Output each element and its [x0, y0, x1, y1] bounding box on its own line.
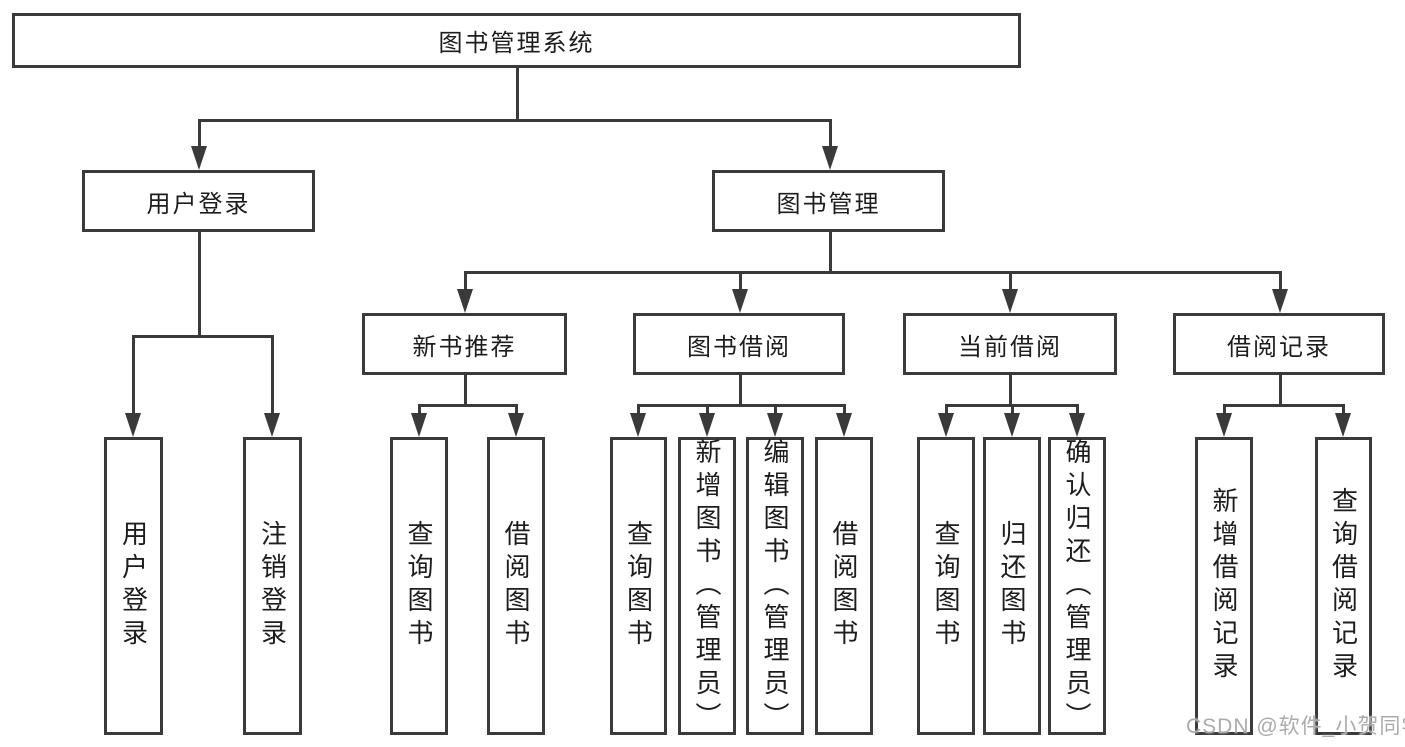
- leaf-label: 查询图书: [623, 520, 654, 652]
- arrowhead-icon: [836, 413, 852, 437]
- leaf-label: 查询图书: [931, 520, 961, 652]
- connector: [706, 404, 709, 416]
- leaf-label: 编辑图书（管理员）: [760, 437, 790, 735]
- connector: [1076, 404, 1079, 416]
- arrowhead-icon: [699, 413, 715, 437]
- leaf-query-books-current: 查询图书: [917, 437, 975, 735]
- connector: [464, 271, 467, 293]
- node-borrow-records: 借阅记录: [1173, 313, 1385, 375]
- connector: [464, 271, 1282, 274]
- connector: [1279, 375, 1282, 406]
- connector: [132, 335, 135, 417]
- arrowhead-icon: [125, 413, 141, 437]
- leaf-add-books-admin: 新增图书（管理员）: [678, 437, 736, 735]
- arrowhead-icon: [1004, 413, 1020, 437]
- csdn-watermark: CSDN @软件_小贺同学: [1186, 715, 1405, 738]
- arrowhead-icon: [630, 413, 646, 437]
- connector: [829, 119, 832, 151]
- leaf-label: 借阅图书: [501, 520, 531, 652]
- arrowhead-icon: [264, 413, 280, 437]
- arrowhead-icon: [1216, 413, 1232, 437]
- leaf-label: 新增图书（管理员）: [692, 437, 722, 735]
- connector: [739, 375, 742, 406]
- leaf-borrow-books-recommend: 借阅图书: [487, 437, 545, 735]
- leaf-logout: 注销登录: [243, 437, 302, 735]
- arrowhead-icon: [508, 413, 524, 437]
- leaf-user-login: 用户登录: [104, 437, 163, 735]
- connector: [198, 119, 832, 122]
- connector: [418, 404, 421, 416]
- arrowhead-icon: [1335, 413, 1351, 437]
- leaf-borrow-books: 借阅图书: [815, 437, 873, 735]
- leaf-label: 借阅图书: [829, 520, 859, 652]
- leaf-edit-books-admin: 编辑图书（管理员）: [746, 437, 804, 735]
- node-new-book-recommend: 新书推荐: [362, 313, 567, 375]
- leaf-label: 新增借阅记录: [1209, 487, 1239, 685]
- connector: [132, 335, 274, 338]
- connector: [271, 335, 274, 417]
- connector: [774, 404, 777, 416]
- arrowhead-icon: [191, 146, 207, 170]
- connector: [418, 404, 518, 407]
- arrowhead-icon: [457, 289, 473, 313]
- leaf-label: 用户登录: [118, 520, 149, 652]
- leaf-label: 注销登录: [257, 520, 288, 652]
- node-book-management: 图书管理: [712, 170, 945, 232]
- node-user-login: 用户登录: [82, 170, 315, 232]
- leaf-query-books-recommend: 查询图书: [390, 437, 448, 735]
- connector: [637, 404, 846, 407]
- leaf-add-borrow-record: 新增借阅记录: [1195, 437, 1253, 735]
- connector: [1342, 404, 1345, 416]
- arrowhead-icon: [822, 146, 838, 170]
- connector: [1279, 271, 1282, 293]
- arrowhead-icon: [767, 413, 783, 437]
- connector: [516, 68, 519, 121]
- connector: [464, 375, 467, 406]
- connector: [198, 232, 201, 337]
- arrowhead-icon: [1002, 289, 1018, 313]
- connector: [1223, 404, 1345, 407]
- connector: [945, 404, 948, 416]
- leaf-return-books: 归还图书: [983, 437, 1041, 735]
- node-current-borrow: 当前借阅: [903, 313, 1117, 375]
- arrowhead-icon: [1069, 413, 1085, 437]
- leaf-label: 归还图书: [997, 520, 1027, 652]
- leaf-query-books-borrow: 查询图书: [610, 437, 667, 735]
- leaf-label: 查询借阅记录: [1328, 487, 1359, 685]
- arrowhead-icon: [411, 413, 427, 437]
- leaf-confirm-return-admin: 确认归还（管理员）: [1048, 437, 1106, 735]
- arrowhead-icon: [938, 413, 954, 437]
- leaf-label: 查询图书: [404, 520, 434, 652]
- connector: [829, 232, 832, 273]
- node-root: 图书管理系统: [12, 13, 1021, 68]
- connector: [843, 404, 846, 416]
- connector: [1223, 404, 1226, 416]
- leaf-query-borrow-record: 查询借阅记录: [1315, 437, 1372, 735]
- connector: [198, 119, 201, 151]
- connector: [637, 404, 640, 416]
- arrowhead-icon: [732, 289, 748, 313]
- arrowhead-icon: [1272, 289, 1288, 313]
- node-book-borrow: 图书借阅: [633, 313, 845, 375]
- connector: [515, 404, 518, 416]
- connector: [1009, 271, 1012, 293]
- connector: [739, 271, 742, 293]
- connector: [1011, 404, 1014, 416]
- leaf-label: 确认归还（管理员）: [1062, 437, 1092, 735]
- connector: [1009, 375, 1012, 406]
